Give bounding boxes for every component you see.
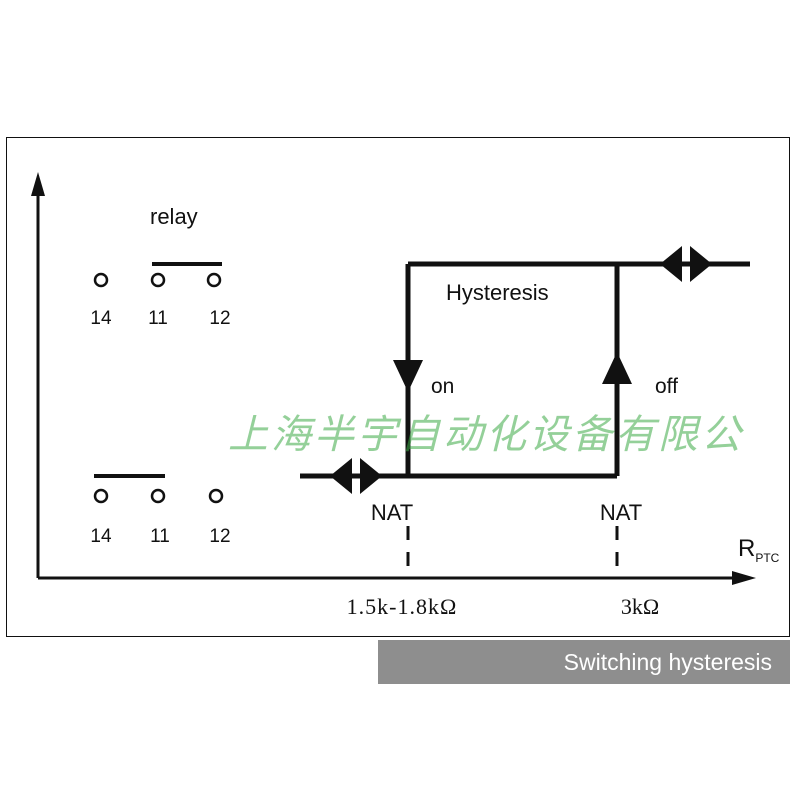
tick-label-left: 1.5k-1.8kΩ — [347, 594, 458, 619]
terminal-label-12-bottom: 12 — [209, 526, 230, 547]
left-flow-arrows-icon — [330, 458, 382, 494]
off-label: off — [655, 375, 678, 398]
x-axis-label-sub: PTC — [755, 551, 779, 565]
terminal-label-14-bottom: 14 — [90, 526, 112, 547]
x-axis-arrow-icon — [732, 571, 756, 585]
tick-label-right: 3kΩ — [621, 594, 659, 619]
x-axis-label: RPTC — [738, 535, 780, 565]
terminal-11-top — [150, 272, 166, 288]
nat-label-right: NAT — [600, 500, 642, 525]
x-axis-label-main: R — [738, 535, 755, 562]
terminal-12-bottom — [208, 488, 224, 504]
terminal-label-11-top: 11 — [148, 308, 168, 329]
caption-bar: Switching hysteresis — [378, 640, 790, 684]
terminal-14-top — [93, 272, 109, 288]
nat-label-left: NAT — [371, 500, 413, 525]
terminal-12-top — [206, 272, 222, 288]
terminal-11-bottom — [150, 488, 166, 504]
terminal-label-14-top: 14 — [90, 308, 112, 329]
terminal-14-bottom — [93, 488, 109, 504]
terminal-label-12-top: 12 — [209, 308, 230, 329]
diagram-frame — [6, 137, 790, 637]
caption-text: Switching hysteresis — [563, 648, 772, 675]
hysteresis-label: Hysteresis — [446, 280, 549, 305]
watermark-text: 上海半宇自动化设备有限公 — [228, 412, 744, 458]
terminal-label-11-bottom: 11 — [150, 526, 170, 547]
y-axis-arrow-icon — [31, 172, 45, 196]
right-flow-arrows-icon — [660, 246, 712, 282]
on-down-arrow-icon — [393, 360, 423, 392]
off-up-arrow-icon — [602, 352, 632, 384]
on-label: on — [431, 375, 454, 398]
relay-label: relay — [150, 204, 198, 229]
